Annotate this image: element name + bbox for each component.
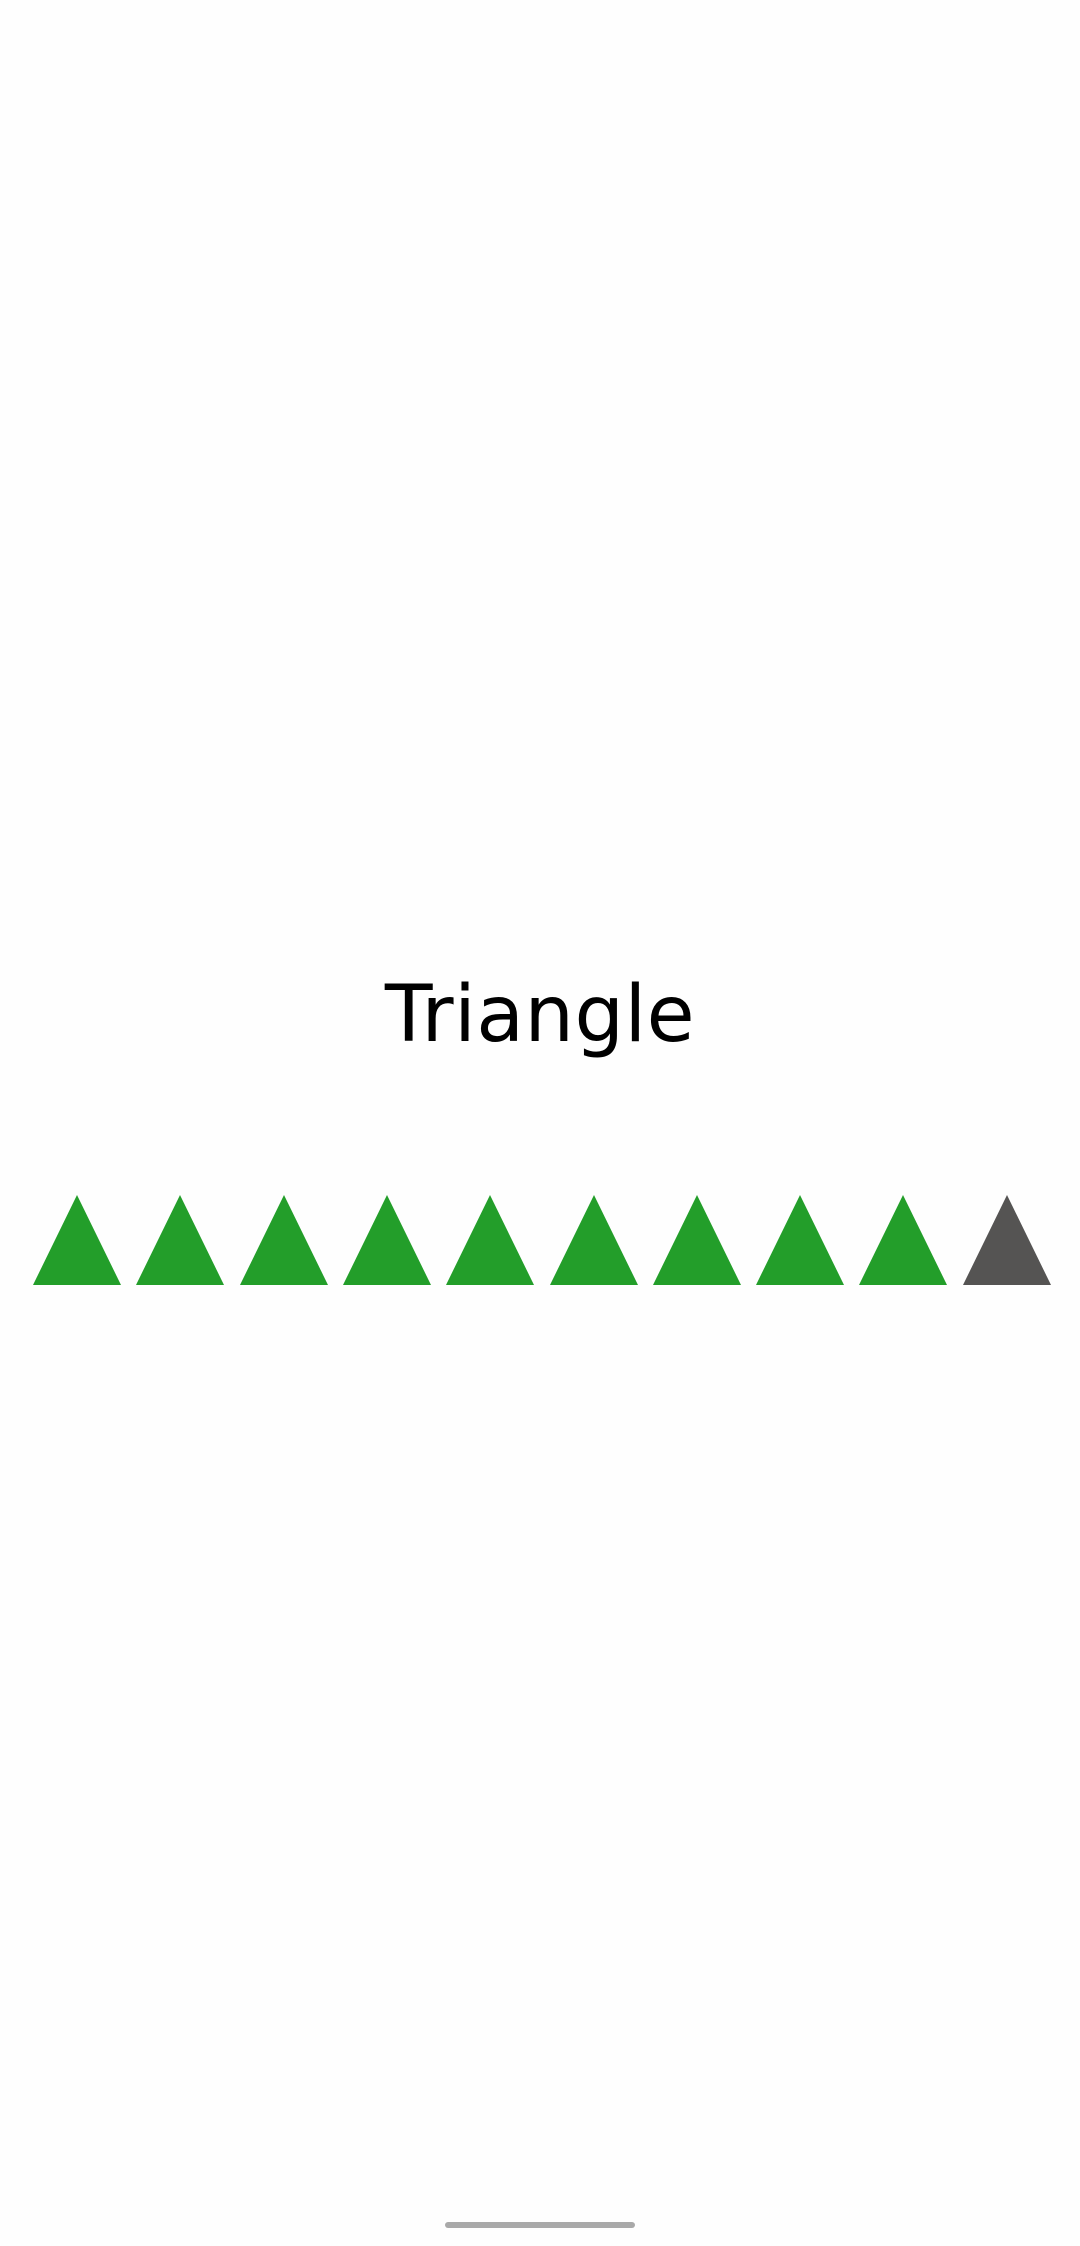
- triangle-icon[interactable]: [240, 1195, 328, 1285]
- triangle-icon[interactable]: [343, 1195, 431, 1285]
- triangle-icon[interactable]: [550, 1195, 638, 1285]
- gesture-navigation-handle[interactable]: [445, 2222, 635, 2228]
- triangle-icon[interactable]: [859, 1195, 947, 1285]
- triangle-icon[interactable]: [446, 1195, 534, 1285]
- page-title: Triangle: [384, 970, 696, 1060]
- triangle-icon[interactable]: [33, 1195, 121, 1285]
- triangle-icon[interactable]: [963, 1195, 1051, 1285]
- triangle-rating-bar[interactable]: [33, 1195, 1051, 1285]
- triangle-icon[interactable]: [653, 1195, 741, 1285]
- triangle-icon[interactable]: [756, 1195, 844, 1285]
- triangle-icon[interactable]: [136, 1195, 224, 1285]
